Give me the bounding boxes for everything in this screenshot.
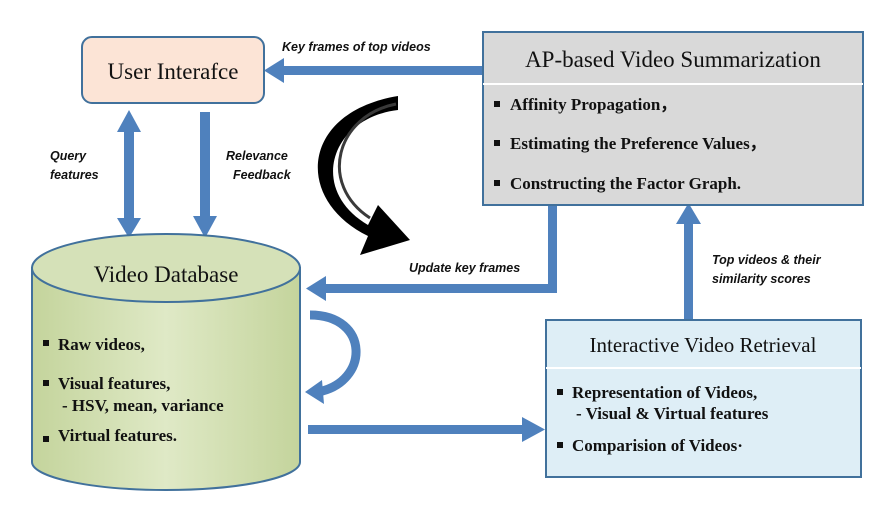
curved-arrow-update-loop xyxy=(317,96,410,255)
retrieval-item-comparison: Comparision of Videos· xyxy=(572,436,743,455)
retrieval-item-representation-sub: - Visual & Virtual features xyxy=(576,404,769,423)
ap-item-preference: Estimating the Preference Values， xyxy=(510,134,767,153)
ap-summarization-box: AP-based Video Summarization Affinity Pr… xyxy=(482,31,864,206)
label-key-frames-top-videos: Key frames of top videos xyxy=(282,40,431,54)
bullet-marker xyxy=(557,442,563,448)
label-top-videos-line1: Top videos & their xyxy=(712,253,822,267)
label-top-videos-line2: similarity scores xyxy=(712,272,811,286)
bullet-marker xyxy=(557,389,563,395)
video-database-cylinder: Video Database Raw videos, Visual featur… xyxy=(31,233,301,491)
bullet-marker xyxy=(43,436,49,442)
bullet-marker xyxy=(43,340,49,346)
db-item-raw-videos: Raw videos, xyxy=(58,335,145,354)
label-query-line2: features xyxy=(50,168,99,182)
arrow-update-key-frames xyxy=(306,205,557,301)
interactive-retrieval-title: Interactive Video Retrieval xyxy=(590,333,817,357)
db-item-visual-features: Visual features, xyxy=(58,374,170,393)
arrow-relevance-feedback xyxy=(193,112,217,238)
bullet-marker xyxy=(494,101,500,107)
ap-summarization-title: AP-based Video Summarization xyxy=(525,47,821,72)
label-relevance-line2: Feedback xyxy=(233,168,292,182)
user-interface-title: User Interafce xyxy=(108,59,239,84)
interactive-retrieval-box: Interactive Video Retrieval Representati… xyxy=(545,319,862,478)
arrow-query-features xyxy=(117,110,141,238)
label-update-key-frames: Update key frames xyxy=(409,261,520,275)
video-database-title: Video Database xyxy=(94,262,239,287)
ap-item-affinity: Affinity Propagation， xyxy=(510,95,677,114)
db-item-virtual-features: Virtual features. xyxy=(58,426,177,445)
curved-arrow-db-loop xyxy=(305,310,361,404)
arrow-key-frames-to-ui xyxy=(264,58,482,83)
bullet-marker xyxy=(494,180,500,186)
db-item-visual-features-sub: - HSV, mean, variance xyxy=(62,396,224,415)
user-interface-box: User Interafce xyxy=(81,36,265,104)
bullet-marker xyxy=(494,140,500,146)
label-query-line1: Query xyxy=(50,149,87,163)
label-relevance-line1: Relevance xyxy=(226,149,288,163)
arrow-top-videos-up xyxy=(676,203,701,320)
ap-item-factor-graph: Constructing the Factor Graph. xyxy=(510,174,741,193)
retrieval-item-representation: Representation of Videos, xyxy=(572,383,757,402)
arrow-db-to-retrieval xyxy=(308,417,545,442)
bullet-marker xyxy=(43,380,49,386)
